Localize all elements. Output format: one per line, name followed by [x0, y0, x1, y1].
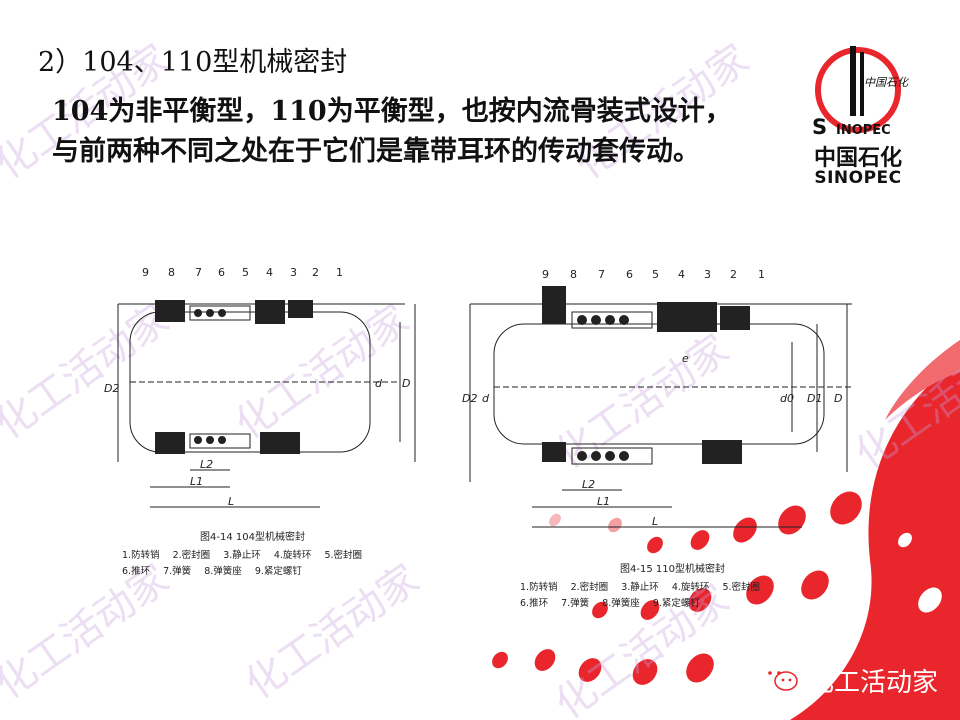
body-text: 104为非平衡型，110为平衡型，也按内流骨装式设计， 与前两种不同之处在于它们… — [52, 92, 732, 172]
wechat-account-badge: 化工活动家 — [760, 658, 940, 698]
part-number: 3 — [704, 268, 711, 281]
logo-chinese: 中国石化 — [813, 146, 902, 171]
sinopec-logo: 中国石化 S INOPEC — [812, 46, 910, 139]
legend-item: 6.推环 — [520, 598, 549, 609]
part-number: 5 — [652, 268, 659, 281]
dim-label: d — [482, 392, 490, 405]
legend-item: 1.防转销 — [122, 550, 160, 561]
dim-label: e — [682, 352, 689, 365]
part-number: 7 — [598, 268, 605, 281]
part-number: 5 — [242, 266, 249, 279]
legend-item: 3.静止环 — [621, 582, 659, 593]
part-number: 7 — [195, 266, 202, 279]
part-number: 6 — [626, 268, 633, 281]
body-line-1: 104为非平衡型，110为平衡型，也按内流骨装式设计， — [52, 96, 732, 127]
dim-label: d0 — [780, 392, 794, 405]
part-number: 1 — [758, 268, 765, 281]
part-number: 3 — [290, 266, 297, 279]
legend-item: 5.密封圈 — [324, 550, 363, 561]
legend-item: 5.密封圈 — [722, 582, 761, 593]
legend-item: 9.紧定螺钉 — [652, 598, 700, 609]
dim-label: L — [228, 495, 234, 508]
legend-item: 7.弹簧 — [561, 598, 590, 609]
figure-left-legend: 1.防转销 2.密封圈 3.静止环 4.旋转环 5.密封圈 6.推环 7.弹簧 … — [122, 548, 372, 580]
logo-english: SINOPEC — [814, 168, 902, 188]
legend-item: 4.旋转环 — [273, 550, 312, 561]
dim-label: D2 — [462, 392, 477, 405]
figure-right-caption: 图4-15 110型机械密封 — [620, 564, 725, 575]
legend-item: 3.静止环 — [223, 550, 261, 561]
svg-text:INOPEC: INOPEC — [836, 123, 891, 138]
part-number: 8 — [168, 266, 175, 279]
part-number: 4 — [266, 266, 273, 279]
part-number: 9 — [142, 266, 149, 279]
figure-left-caption: 图4-14 104型机械密封 — [200, 532, 305, 543]
part-number: 2 — [312, 266, 319, 279]
dim-label: L1 — [190, 475, 203, 488]
dim-label: D1 — [807, 392, 822, 405]
svg-text:S: S — [812, 115, 827, 139]
dim-label: D — [402, 377, 410, 390]
svg-text:中国石化: 中国石化 — [864, 76, 910, 89]
legend-item: 2.密封圈 — [172, 550, 211, 561]
legend-item: 2.密封圈 — [570, 582, 609, 593]
legend-item: 4.旋转环 — [671, 582, 710, 593]
legend-item: 7.弹簧 — [163, 566, 192, 577]
figure-right-legend: 1.防转销 2.密封圈 3.静止环 4.旋转环 5.密封圈 6.推环 7.弹簧 … — [520, 580, 770, 612]
legend-item: 6.推环 — [122, 566, 151, 577]
legend-item: 9.紧定螺钉 — [254, 566, 302, 577]
dim-label: L — [652, 515, 658, 528]
dim-label: L1 — [597, 495, 610, 508]
dim-label: d — [375, 377, 383, 390]
legend-item: 1.防转销 — [520, 582, 558, 593]
part-number: 6 — [218, 266, 225, 279]
wechat-account-name: 化工活动家 — [808, 668, 939, 698]
part-number: 4 — [678, 268, 685, 281]
slide-title: 2）104、110型机械密封 — [38, 47, 348, 78]
figure-110-seal-drawing: 9 8 7 6 5 4 3 2 1 D2 d e d0 D1 D L2 L1 L — [462, 268, 852, 528]
part-number: 8 — [570, 268, 577, 281]
legend-item: 8.弹簧座 — [602, 598, 640, 609]
dim-label: L2 — [200, 458, 213, 471]
wechat-icon — [762, 664, 798, 691]
dim-label: L2 — [582, 478, 595, 491]
part-number: 9 — [542, 268, 549, 281]
figure-104-seal-drawing: 9 8 7 6 5 4 3 2 1 D2 d D L2 L1 L — [104, 266, 416, 508]
dim-label: D2 — [104, 382, 119, 395]
dim-label: D — [834, 392, 842, 405]
part-number: 2 — [730, 268, 737, 281]
legend-item: 8.弹簧座 — [204, 566, 242, 577]
part-number: 1 — [336, 266, 343, 279]
body-line-2: 与前两种不同之处在于它们是靠带耳环的传动套传动。 — [52, 136, 700, 167]
